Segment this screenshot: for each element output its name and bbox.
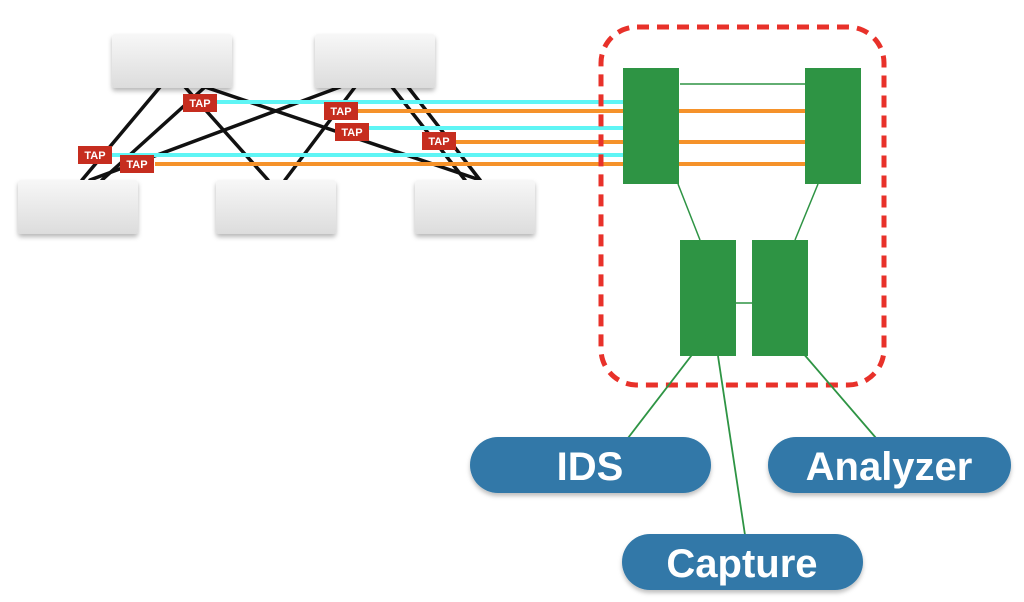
broker-trunks xyxy=(679,109,805,166)
tapped-links xyxy=(110,100,625,166)
tap-label: TAP xyxy=(341,127,362,139)
broker-switch-lower-left xyxy=(680,240,736,356)
broker-switch-upper-left xyxy=(623,68,679,184)
switch-bottom-left xyxy=(18,180,138,234)
tap-label: TAP xyxy=(428,136,449,148)
tap-badge: TAP xyxy=(324,102,358,120)
tool-capture: Capture xyxy=(622,534,863,590)
switch-bottom-right xyxy=(415,180,535,234)
tap-badge: TAP xyxy=(422,132,456,150)
tap-label: TAP xyxy=(189,98,210,110)
tool-label-capture: Capture xyxy=(666,542,817,586)
broker-switch-upper-right xyxy=(805,68,861,184)
tap-badge: TAP xyxy=(183,94,217,112)
switch-bottom-middle xyxy=(216,180,336,234)
broker-link xyxy=(794,183,819,241)
tool-link-analyzer xyxy=(789,337,877,439)
tool-label-analyzer: Analyzer xyxy=(806,445,973,489)
tool-links xyxy=(627,333,877,536)
switch-top-left xyxy=(112,34,232,88)
broker-switch-lower-right xyxy=(752,240,808,356)
tap-label: TAP xyxy=(84,150,105,162)
broker-switches xyxy=(623,68,861,356)
switch-top-right xyxy=(315,34,435,88)
tap-badge: TAP xyxy=(335,123,369,141)
packet-broker-boundary xyxy=(598,24,887,388)
tool-analyzer: Analyzer xyxy=(768,437,1011,493)
broker-link xyxy=(677,183,701,241)
tool-ids: IDS xyxy=(470,437,711,493)
tool-link-ids xyxy=(627,333,709,439)
switches xyxy=(18,34,535,234)
tool-link-capture xyxy=(717,355,746,536)
tap-label: TAP xyxy=(330,106,351,118)
tap-label: TAP xyxy=(126,159,147,171)
tap-badge: TAP xyxy=(120,155,154,173)
network-link xyxy=(80,85,162,182)
tools: IDS Analyzer Capture xyxy=(470,437,1011,590)
tap-badges: TAP TAP TAP TAP TAP TAP xyxy=(78,94,456,173)
tool-label-ids: IDS xyxy=(557,445,624,489)
tap-badge: TAP xyxy=(78,146,112,164)
